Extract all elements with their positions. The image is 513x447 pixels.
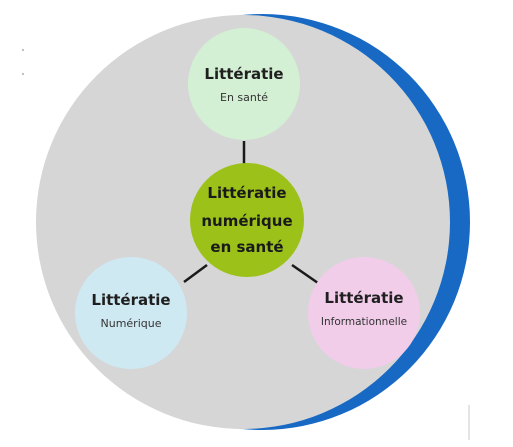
node-left-circle [75,257,187,369]
node-top-circle [188,28,300,140]
node-information-literacy: Littératie Informationnelle [308,257,420,369]
node-left-title: Littératie [91,291,170,309]
node-right-title: Littératie [324,289,403,307]
node-top-title: Littératie [204,65,283,83]
stray-dot-2 [22,73,24,75]
node-digital-literacy: Littératie Numérique [75,257,187,369]
node-center-line1: Littératie [207,184,286,202]
node-left-subtitle: Numérique [101,317,162,330]
node-top-subtitle: En santé [220,91,268,104]
stray-dot-1 [22,49,24,51]
connector-right [291,263,319,285]
node-health-literacy: Littératie En santé [188,28,300,140]
node-right-subtitle: Informationnelle [321,316,407,328]
node-center-circle [190,163,304,277]
node-digital-health-literacy: Littératie numérique en santé [190,163,304,277]
node-center-line2: numérique [201,212,292,230]
node-center-line3: en santé [210,238,283,256]
node-right-circle [308,257,420,369]
connector-left [183,263,208,284]
